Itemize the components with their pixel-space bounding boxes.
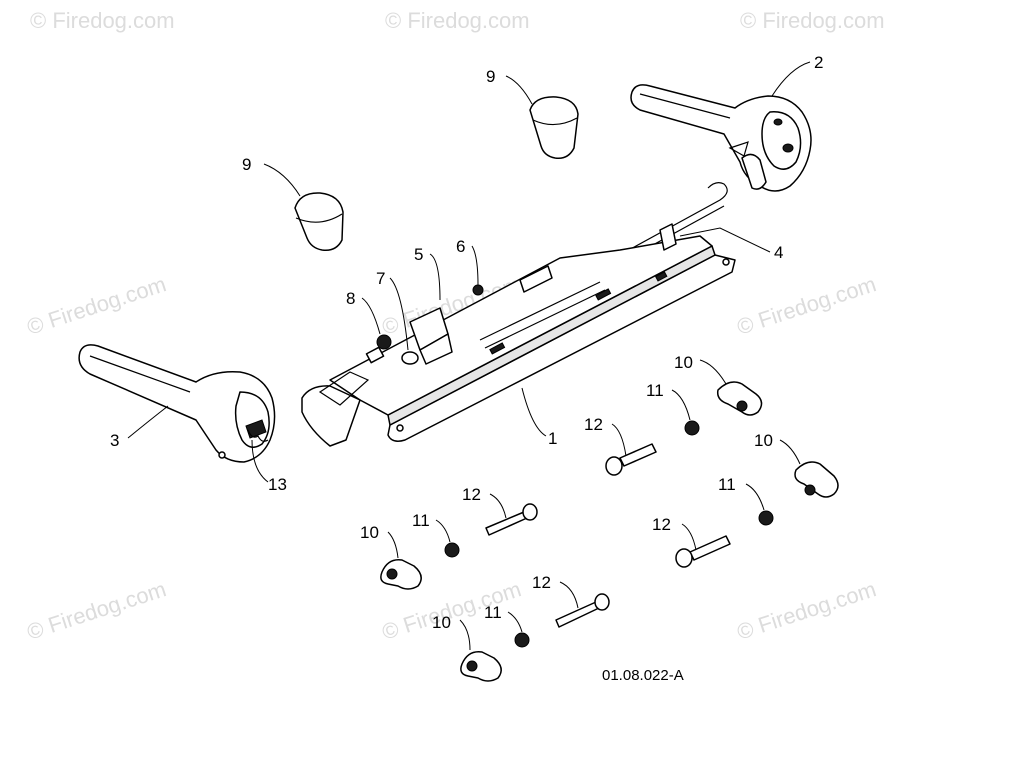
callout-11-d: 11	[484, 603, 502, 622]
part-11-nut-c	[444, 542, 460, 558]
callout-10-a: 10	[674, 353, 693, 372]
callout-2: 2	[814, 53, 823, 72]
part-2-lever-right	[630, 84, 812, 192]
watermark-9: © Firedog.com	[734, 576, 879, 644]
callout-12-c: 12	[462, 485, 481, 504]
part-10-knob-d	[460, 651, 502, 682]
part-11-nut-a	[684, 420, 700, 436]
callout-9-upper: 9	[486, 67, 495, 86]
callout-10-c: 10	[360, 523, 379, 542]
part-12-bolt-c	[485, 503, 538, 536]
part-9-knob-upper	[529, 96, 579, 160]
callout-5: 5	[414, 245, 423, 264]
part-8-nut	[376, 334, 392, 350]
drawing-code: 01.08.022-A	[602, 667, 684, 684]
callout-8: 8	[346, 289, 355, 308]
callout-13: 13	[268, 475, 287, 494]
watermark-4: © Firedog.com	[24, 271, 169, 339]
part-12-bolt-d	[555, 593, 610, 628]
callout-6: 6	[456, 237, 465, 256]
watermark-6: © Firedog.com	[734, 271, 879, 339]
watermark-3: © Firedog.com	[740, 8, 885, 33]
watermark-2: © Firedog.com	[385, 8, 530, 33]
part-10-knob-c	[380, 559, 422, 590]
callout-10-d: 10	[432, 613, 451, 632]
callout-7: 7	[376, 269, 385, 288]
part-1-rail	[301, 223, 736, 447]
watermark-7: © Firedog.com	[24, 576, 169, 644]
callout-4: 4	[774, 243, 783, 262]
callout-12-d: 12	[532, 573, 551, 592]
callout-3: 3	[110, 431, 119, 450]
callout-1: 1	[548, 429, 557, 448]
part-9-knob-left	[294, 192, 344, 252]
callout-11-c: 11	[412, 511, 430, 530]
part-11-nut-d	[514, 632, 530, 648]
callout-10-b: 10	[754, 431, 773, 450]
watermark-1: © Firedog.com	[30, 8, 175, 33]
callout-12-b: 12	[652, 515, 671, 534]
part-11-nut-b	[758, 510, 774, 526]
part-13-spring	[247, 429, 269, 442]
part-10-knob-a	[716, 381, 763, 416]
part-12-bolt-a	[605, 443, 657, 476]
callout-12-a: 12	[584, 415, 603, 434]
part-3-lever-left	[78, 344, 276, 463]
part-10-knob-b	[794, 461, 839, 498]
callout-11-b: 11	[718, 475, 736, 494]
callout-9-left: 9	[242, 155, 251, 174]
callout-11-a: 11	[646, 381, 664, 400]
leader-lines	[127, 61, 811, 651]
callout-labels: 1 2 3 4 5 6 7 8 9 9 10 10 10 10 11 11 11…	[110, 53, 823, 632]
part-12-bolt-b	[675, 535, 731, 568]
